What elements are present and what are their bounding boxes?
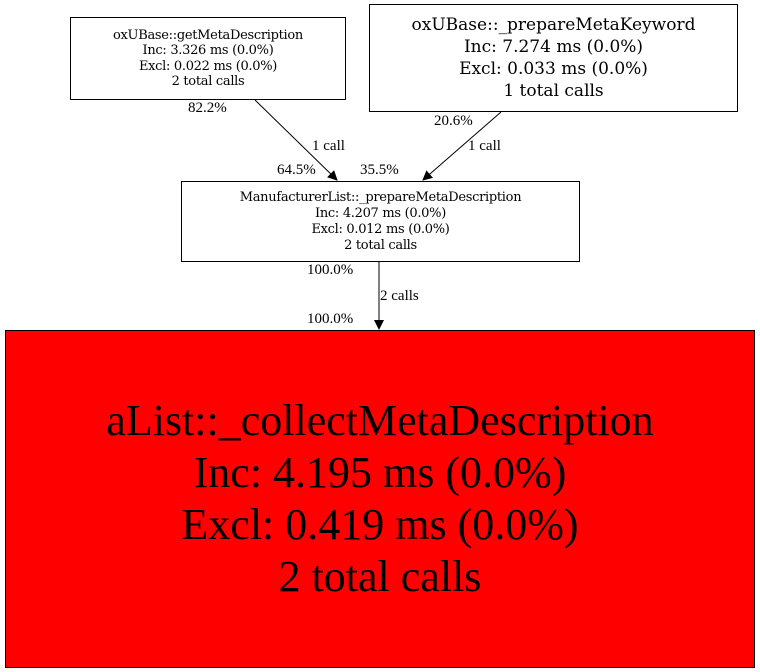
node-inc: Inc: 7.274 ms (0.0%) <box>463 37 644 57</box>
node-excl: Excl: 0.012 ms (0.0%) <box>311 221 450 237</box>
node-name: aList::_collectMetaDescription <box>106 396 654 445</box>
edge-tail-label: 100.0% <box>307 262 354 278</box>
node-calls: 2 total calls <box>344 237 417 253</box>
node-getmetadescription[interactable]: oxUBase::getMetaDescription Inc: 3.326 m… <box>70 17 346 100</box>
node-calls: 2 total calls <box>171 74 245 89</box>
node-excl: Excl: 0.033 ms (0.0%) <box>459 59 648 79</box>
node-inc: Inc: 4.195 ms (0.0%) <box>193 448 567 497</box>
edge-getmeta-to-manufacturer <box>254 99 338 181</box>
node-name: oxUBase::getMetaDescription <box>112 27 303 43</box>
node-calls: 2 total calls <box>278 552 482 601</box>
node-name: ManufacturerList::_prepareMetaDescriptio… <box>239 189 522 205</box>
edge-head-label: 35.5% <box>360 162 399 178</box>
node-manufacturerlist-preparemetadescription[interactable]: ManufacturerList::_prepareMetaDescriptio… <box>181 181 580 262</box>
node-excl: Excl: 0.419 ms (0.0%) <box>181 500 579 549</box>
node-inc: Inc: 3.326 ms (0.0%) <box>142 43 274 58</box>
edge-call-label: 1 call <box>468 138 501 154</box>
node-calls: 1 total calls <box>503 81 604 101</box>
edge-head-label: 64.5% <box>277 162 316 178</box>
edge-tail-label: 82.2% <box>188 100 227 116</box>
node-name: oxUBase::_prepareMetaKeyword <box>411 15 696 35</box>
node-excl: Excl: 0.022 ms (0.0%) <box>138 58 278 74</box>
edge-call-label: 2 calls <box>380 288 419 304</box>
edge-call-label: 1 call <box>312 138 345 154</box>
node-preparemetakeyword[interactable]: oxUBase::_prepareMetaKeyword Inc: 7.274 … <box>369 4 738 112</box>
edge-keyword-to-manufacturer <box>422 111 502 181</box>
edge-head-label: 100.0% <box>307 311 354 327</box>
node-alist-collectmetadescription[interactable]: aList::_collectMetaDescription Inc: 4.19… <box>5 330 755 668</box>
edge-tail-label: 20.6% <box>434 113 473 129</box>
node-inc: Inc: 4.207 ms (0.0%) <box>315 205 446 221</box>
